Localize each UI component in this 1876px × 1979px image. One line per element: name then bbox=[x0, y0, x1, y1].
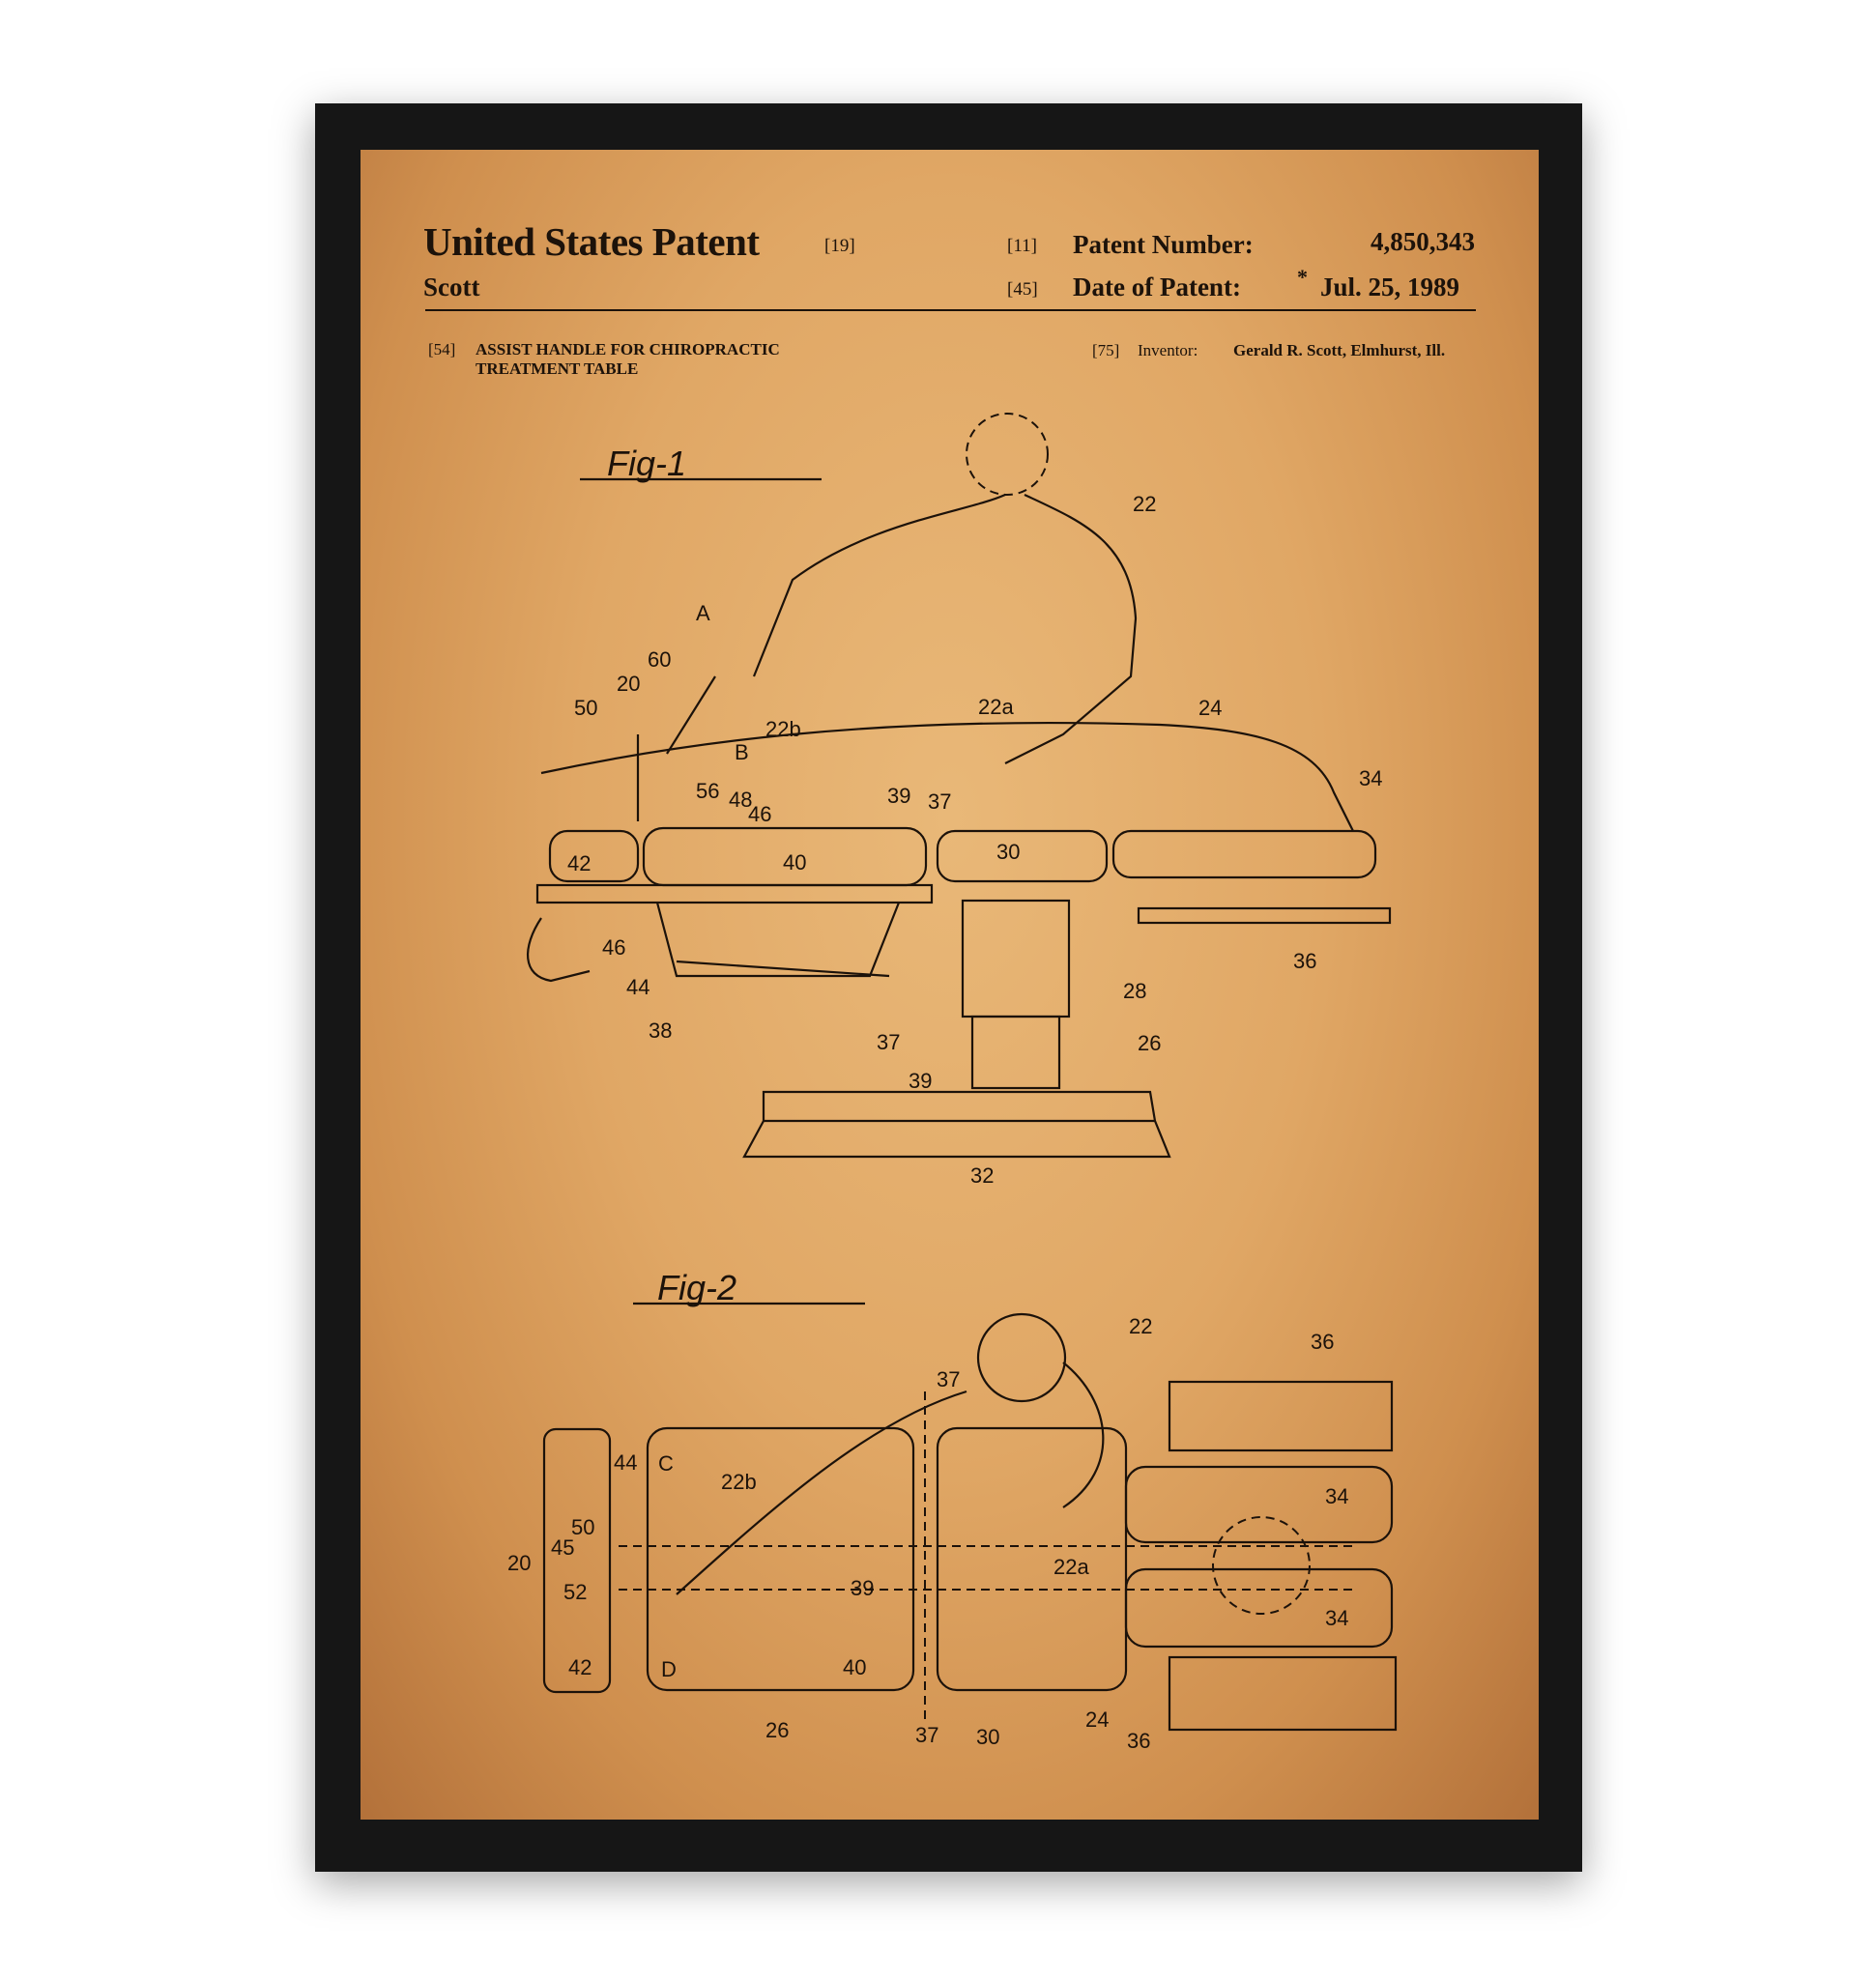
figure-2-drawing: Fig-2 bbox=[542, 1268, 1398, 1732]
fig1-label: 40 bbox=[783, 850, 806, 875]
fig1-label: 48 bbox=[729, 788, 752, 812]
invention-title-line1: ASSIST HANDLE FOR CHIROPRACTIC bbox=[476, 340, 780, 359]
fig2-label: 30 bbox=[976, 1725, 999, 1749]
patent-number-label: Patent Number: bbox=[1073, 230, 1254, 259]
fig1-label: 38 bbox=[649, 1018, 672, 1043]
fig1-label: 42 bbox=[567, 851, 591, 875]
fig1-label: 26 bbox=[1138, 1031, 1161, 1055]
date-code: [45] bbox=[1007, 279, 1038, 300]
inventor-name: Gerald R. Scott, Elmhurst, Ill. bbox=[1233, 341, 1446, 359]
fig2-label: 45 bbox=[551, 1535, 574, 1560]
patent-heading: United States Patent bbox=[423, 219, 760, 264]
fig1-label: 37 bbox=[877, 1030, 900, 1054]
fig2-label: 20 bbox=[507, 1551, 531, 1575]
fig2-label: D bbox=[661, 1657, 677, 1681]
date-star: * bbox=[1297, 265, 1308, 289]
patent-number: 4,850,343 bbox=[1371, 227, 1475, 256]
fig1-title: Fig-1 bbox=[607, 444, 686, 483]
fig2-label: 44 bbox=[614, 1450, 637, 1475]
fig2-label: 24 bbox=[1085, 1707, 1109, 1732]
inventor-label: Inventor: bbox=[1138, 341, 1198, 359]
fig2-label: 37 bbox=[915, 1723, 938, 1747]
fig1-label: 22a bbox=[978, 695, 1014, 719]
fig1-label: 22b bbox=[765, 717, 801, 741]
fig1-label: 22 bbox=[1133, 492, 1156, 516]
fig1-label: 30 bbox=[996, 840, 1020, 864]
fig2-label: 36 bbox=[1127, 1729, 1150, 1753]
fig2-label: 39 bbox=[851, 1576, 874, 1600]
invention-title-line2: TREATMENT TABLE bbox=[476, 359, 639, 378]
fig2-label: 42 bbox=[568, 1655, 592, 1679]
fig2-label: 26 bbox=[765, 1718, 789, 1742]
fig2-label: 50 bbox=[571, 1515, 594, 1539]
figure-1-drawing: Fig-1 bbox=[527, 413, 1392, 1159]
fig1-label: 56 bbox=[696, 779, 719, 803]
inventor-short: Scott bbox=[423, 272, 480, 301]
header-divider bbox=[425, 309, 1476, 311]
fig1-label: 39 bbox=[909, 1069, 932, 1093]
fig2-label: 22b bbox=[721, 1470, 757, 1494]
fig2-label: C bbox=[658, 1451, 674, 1476]
fig1-label: B bbox=[735, 740, 749, 764]
fig2-label: 52 bbox=[563, 1580, 587, 1604]
fig1-label: A bbox=[696, 601, 710, 625]
figure-1-reference-labels: 22 A 60 20 50 22b 22a 24 B 56 48 46 39 3… bbox=[567, 492, 1382, 1188]
fig1-label: 36 bbox=[1293, 949, 1316, 973]
fig2-title: Fig-2 bbox=[657, 1268, 736, 1307]
figure-2-reference-labels: 22 36 37 44 C 22b 34 50 45 20 22a 39 52 … bbox=[507, 1314, 1348, 1753]
fig2-label: 22 bbox=[1129, 1314, 1152, 1338]
date-label: Date of Patent: bbox=[1073, 272, 1241, 301]
fig2-label: 34 bbox=[1325, 1606, 1348, 1630]
fig1-label: 34 bbox=[1359, 766, 1382, 790]
fig1-label: 39 bbox=[887, 784, 910, 808]
fig1-label: 28 bbox=[1123, 979, 1146, 1003]
fig2-label: 40 bbox=[843, 1655, 866, 1679]
fig1-label: 24 bbox=[1198, 696, 1222, 720]
patent-number-code: [11] bbox=[1007, 236, 1037, 256]
fig2-label: 22a bbox=[1053, 1555, 1089, 1579]
fig2-label: 37 bbox=[937, 1367, 960, 1391]
fig2-label: 34 bbox=[1325, 1484, 1348, 1508]
fig1-label: 60 bbox=[648, 647, 671, 672]
fig1-label: 46 bbox=[748, 802, 771, 826]
inventor-code: [75] bbox=[1092, 341, 1120, 359]
fig1-label: 44 bbox=[626, 975, 649, 999]
fig1-label: 32 bbox=[970, 1163, 994, 1188]
fig1-label: 37 bbox=[928, 789, 951, 814]
fig1-label: 50 bbox=[574, 696, 597, 720]
title-field-code: [54] bbox=[428, 340, 456, 359]
title-code: [19] bbox=[824, 236, 855, 256]
patent-date: Jul. 25, 1989 bbox=[1320, 272, 1460, 301]
fig1-label: 46 bbox=[602, 935, 625, 960]
fig1-label: 20 bbox=[617, 672, 640, 696]
fig2-label: 36 bbox=[1311, 1330, 1334, 1354]
